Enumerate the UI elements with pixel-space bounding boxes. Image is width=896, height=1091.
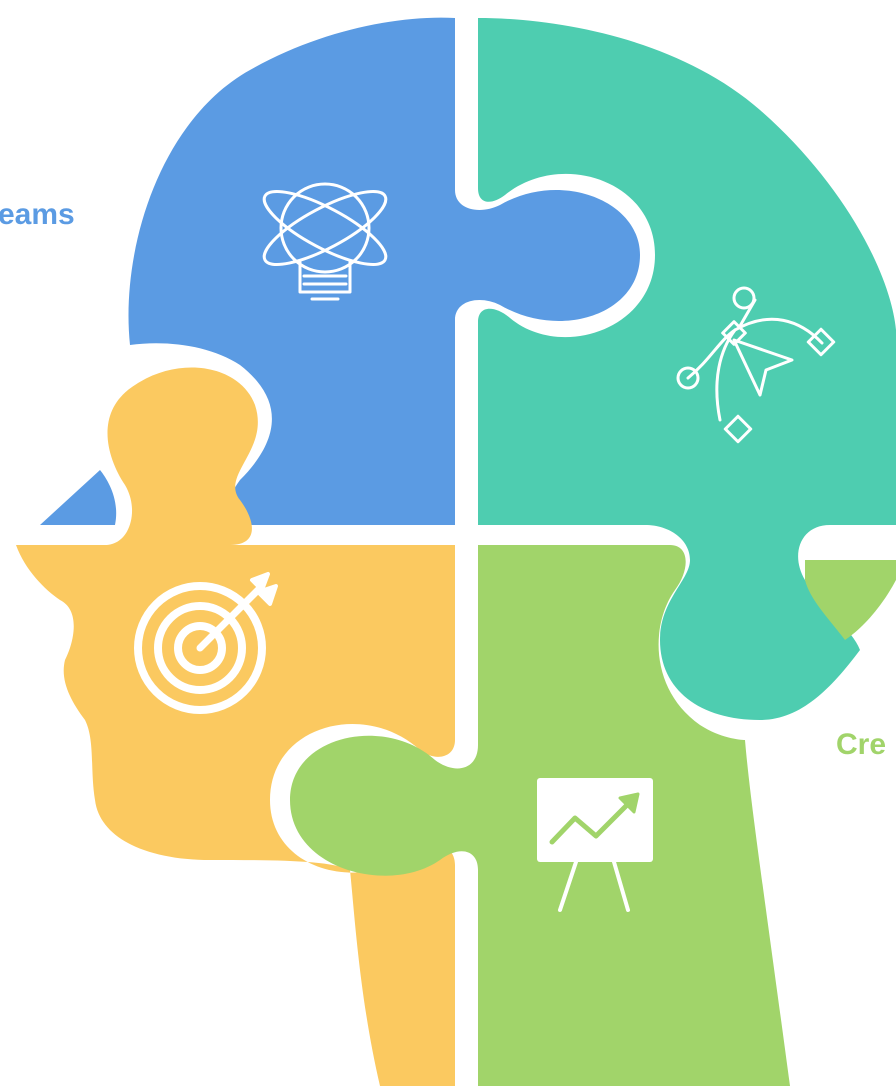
puzzle-piece-yellow — [16, 367, 455, 1087]
puzzle-piece-blue — [40, 17, 640, 525]
label-cre-partial: Cre — [836, 728, 887, 761]
target-arrow-icon — [134, 572, 278, 714]
lightbulb-orbit-icon — [262, 182, 388, 301]
presentation-chart-icon — [537, 778, 653, 912]
vector-pen-icon — [676, 286, 836, 444]
label-teams-partial: eams — [0, 198, 75, 231]
